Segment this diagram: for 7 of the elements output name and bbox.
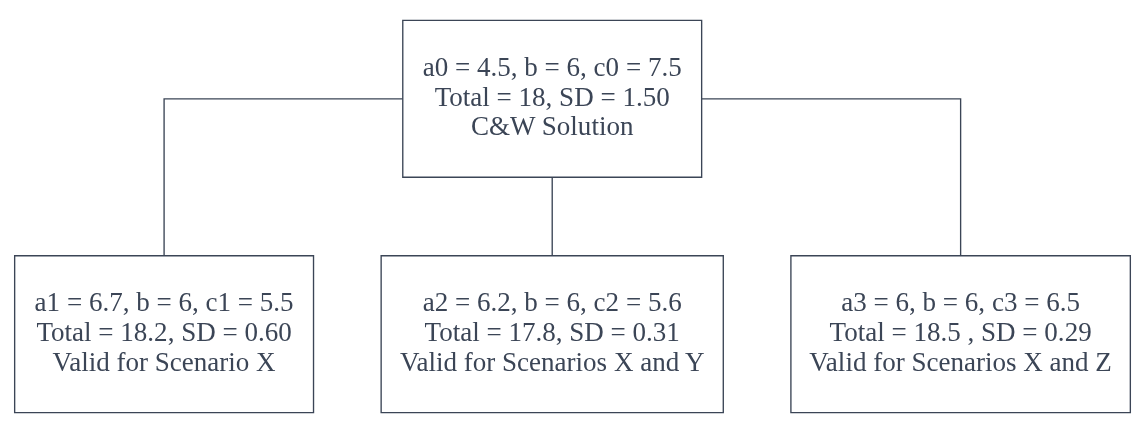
node-box: a3 = 6, b = 6, c3 = 6.5 Total = 18.5 , SD = 0.29 Valid for Scenarios X and Z — [790, 255, 1131, 414]
connector — [163, 98, 404, 256]
connector — [551, 177, 553, 257]
connector — [701, 98, 962, 256]
node-box: a2 = 6.2, b = 6, c2 = 5.6 Total = 17.8, SD = 0.31 Valid for Scenarios X and Y — [380, 255, 724, 414]
node-box: a1 = 6.7, b = 6, c1 = 5.5 Total = 18.2, SD = 0.60 Valid for Scenario X — [14, 255, 315, 414]
node-box: a0 = 4.5, b = 6, c0 = 7.5 Total = 18, SD = 1.50 C&W Solution — [402, 19, 703, 178]
